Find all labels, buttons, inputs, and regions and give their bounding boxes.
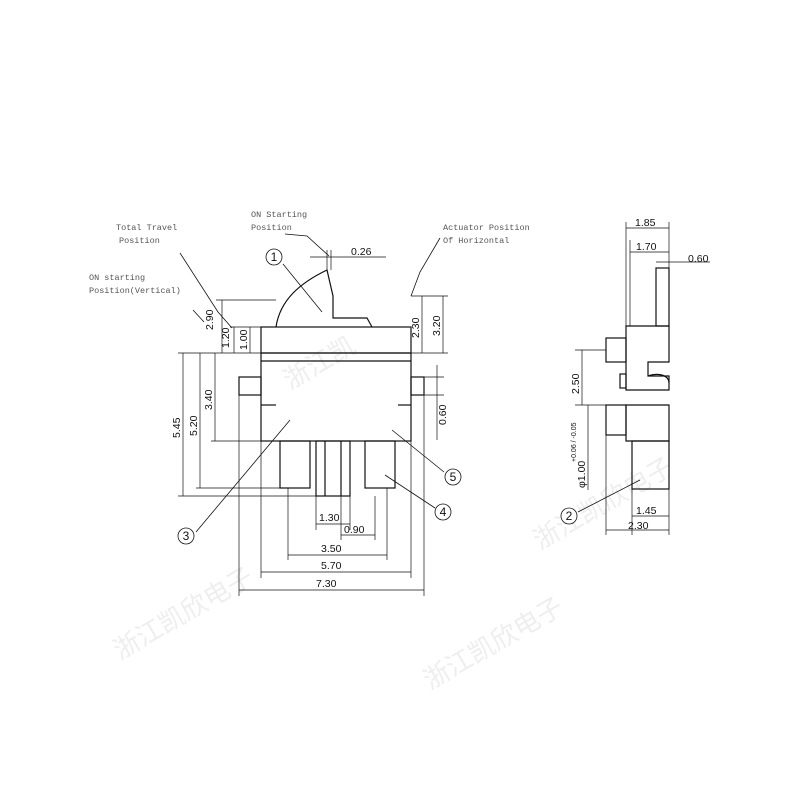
note-actuator-pos-1: Actuator Position — [443, 223, 530, 233]
notes: Total Travel Position ON Starting Positi… — [89, 210, 530, 296]
dim-5-70: 5.70 — [321, 560, 342, 572]
note-total-travel-1: Total Travel — [116, 223, 177, 233]
leader-on-start-vert — [192, 309, 205, 323]
leader-on-start-horiz — [284, 233, 330, 257]
front-view — [178, 233, 448, 596]
note-on-start-horiz-2: Position — [251, 223, 292, 233]
watermark-layer: 浙江凯 浙江凯欣电子 浙江凯欣电子 浙江凯欣电子 — [109, 331, 679, 696]
dim-2-30: 2.30 — [410, 317, 422, 338]
callout-3: 3 — [177, 527, 195, 545]
side-lower-body — [625, 404, 670, 442]
side-lower-boss — [605, 404, 627, 436]
leader-callout-1 — [282, 263, 323, 313]
note-on-start-horiz-1: ON Starting — [251, 210, 307, 220]
watermark-text-2: 浙江凯欣电子 — [109, 562, 259, 666]
dimension-labels: 0.26 2.90 1.20 1.00 2.30 3.20 5.45 5.20 … — [171, 217, 709, 590]
callout-1-label: 1 — [271, 250, 278, 264]
leader-total-travel — [179, 252, 233, 329]
watermark-text-3: 浙江凯欣电子 — [419, 592, 569, 696]
side-actuator — [655, 267, 670, 327]
leader-callout-4 — [384, 474, 436, 509]
leader-callout-2 — [577, 479, 641, 513]
dim-dia-1-00: φ1.00 — [576, 461, 588, 488]
watermark-text-1: 浙江凯 — [279, 331, 362, 396]
dim-3-20: 3.20 — [431, 315, 443, 336]
side-upper-boss — [605, 337, 627, 363]
callout-5: 5 — [444, 468, 462, 486]
callout-4-label: 4 — [440, 505, 447, 519]
dim-2-90: 2.90 — [204, 309, 216, 330]
callout-1: 1 — [265, 248, 283, 266]
callout-2-label: 2 — [566, 509, 573, 523]
note-total-travel-2: Position — [119, 236, 160, 246]
dim-0-26: 0.26 — [351, 246, 372, 258]
leader-callout-5 — [391, 429, 445, 473]
dim-5-45: 5.45 — [171, 417, 183, 438]
callout-3-label: 3 — [183, 529, 190, 543]
dim-dia-tolerance: +0.06 / -0.05 — [571, 422, 578, 462]
dim-0-60-side: 0.60 — [688, 253, 709, 265]
dim-1-00: 1.00 — [238, 329, 250, 350]
dim-0-90: 0.90 — [344, 524, 365, 536]
left-boss — [238, 376, 262, 396]
note-actuator-pos-2: Of Horizontal — [443, 236, 509, 246]
note-on-start-vert-1: ON starting — [89, 273, 145, 283]
dim-2-30-side: 2.30 — [628, 520, 649, 532]
side-mid-boss — [619, 373, 627, 389]
terminal-left — [279, 440, 311, 489]
dim-1-20: 1.20 — [220, 327, 232, 348]
side-terminal — [631, 440, 670, 490]
leader-callout-3 — [195, 419, 291, 533]
dim-1-30: 1.30 — [319, 512, 340, 524]
dim-3-50: 3.50 — [321, 543, 342, 555]
side-view — [575, 222, 710, 535]
dim-3-40: 3.40 — [203, 389, 215, 410]
dim-1-85: 1.85 — [635, 217, 656, 229]
dim-1-70: 1.70 — [636, 241, 657, 253]
callout-5-label: 5 — [450, 470, 457, 484]
dim-7-30: 7.30 — [316, 578, 337, 590]
right-boss — [410, 376, 425, 396]
note-on-start-vert-2: Position(Vertical) — [89, 286, 181, 296]
leader-actuator-position — [410, 237, 441, 297]
callout-2: 2 — [560, 507, 578, 525]
dim-2-50: 2.50 — [570, 373, 582, 394]
actuator-lever — [275, 269, 373, 328]
terminal-right — [364, 440, 396, 489]
side-upper-body — [625, 325, 670, 391]
dim-1-45: 1.45 — [636, 505, 657, 517]
side-notch — [647, 373, 670, 384]
terminal-middle — [315, 440, 351, 497]
dim-5-20: 5.20 — [188, 415, 200, 436]
callout-4: 4 — [434, 503, 452, 521]
dim-0-60: 0.60 — [437, 404, 449, 425]
